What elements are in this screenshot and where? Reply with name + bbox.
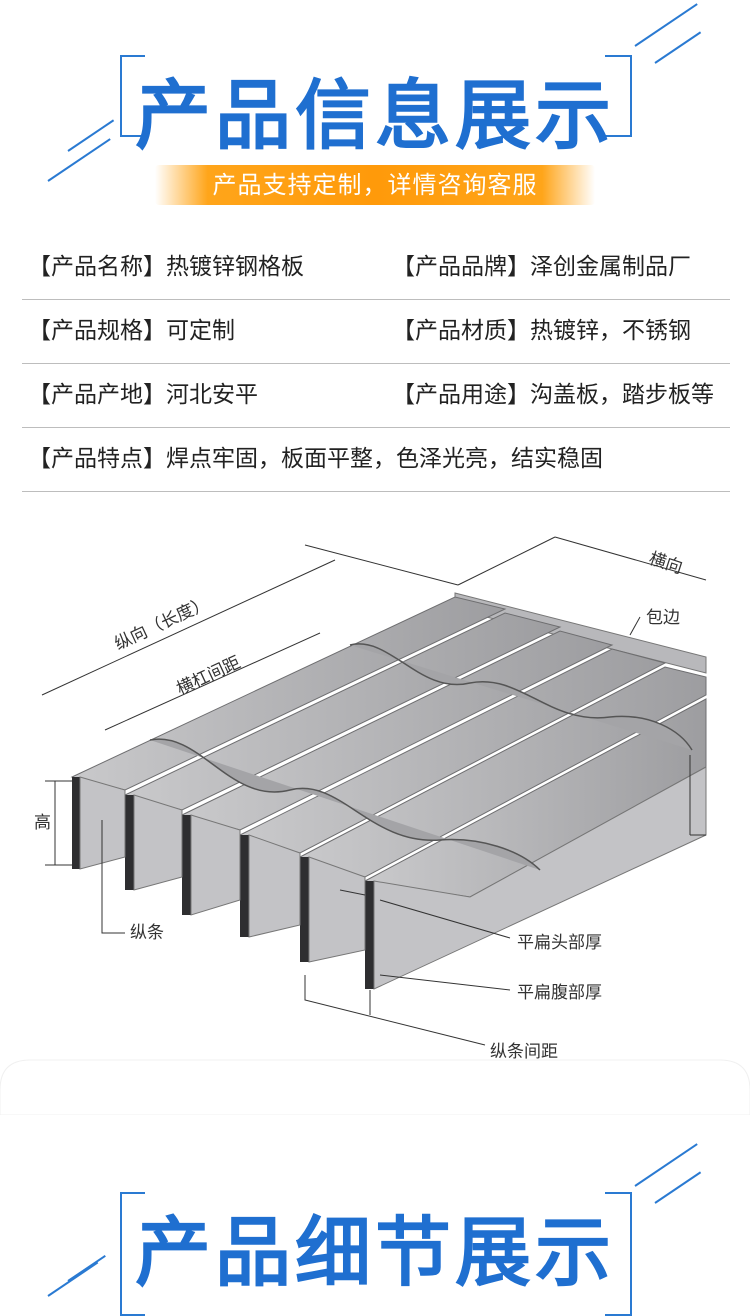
info-row: 【产品名称】热镀锌钢格板 【产品品牌】泽创金属制品厂: [22, 235, 730, 300]
label-bar-spacing: 纵条间距: [490, 1042, 558, 1062]
label-height: 高: [34, 813, 51, 833]
bar-end: [182, 815, 191, 915]
info-cell: 【产品特点】焊点牢固，板面平整，色泽光亮，结实稳固: [28, 446, 603, 472]
twisted-crossbars: [149, 643, 693, 871]
steel-grating-diagram: 横向 纵向（长度） 包边 横杠间距 高 纵条 平扁头部厚 平扁腹部厚 纵条间距: [34, 536, 707, 1062]
bar-fronts: [79, 766, 707, 990]
decorative-line: [654, 1171, 702, 1204]
bearing-bars: [70, 596, 707, 898]
label-bearing-bar: 纵条: [130, 923, 164, 943]
label-head-thickness: 平扁头部厚: [517, 933, 602, 953]
subtitle-banner: 产品支持定制，详情咨询客服: [155, 165, 595, 205]
bar-end-faces: [72, 777, 374, 989]
bar-end: [72, 777, 80, 869]
info-cell: 【产品规格】可定制: [28, 318, 235, 344]
decorative-line: [654, 31, 702, 64]
info-cell: 【产品品牌】泽创金属制品厂: [392, 254, 691, 280]
section-header-detail: 产品细节展示: [0, 1140, 750, 1316]
section-title: 产品细节展示: [135, 1208, 615, 1297]
info-cell: 【产品用途】沟盖板，踏步板等: [392, 382, 714, 408]
label-crossbar-spacing: 横杠间距: [174, 653, 244, 700]
bar-end: [240, 835, 249, 937]
curved-divider: [0, 1059, 750, 1115]
page-title: 产品信息展示: [135, 71, 615, 160]
info-row: 【产品规格】可定制 【产品材质】热镀锌，不锈钢: [22, 299, 730, 364]
info-cell: 【产品产地】河北安平: [28, 382, 258, 408]
info-cell: 【产品材质】热镀锌，不锈钢: [392, 318, 691, 344]
label-edge: 包边: [646, 608, 680, 628]
info-cell: 【产品名称】热镀锌钢格板: [28, 254, 304, 280]
section-header-info: 产品信息展示 产品支持定制，详情咨询客服: [0, 0, 750, 210]
info-row: 【产品特点】焊点牢固，板面平整，色泽光亮，结实稳固: [22, 427, 730, 492]
label-horizontal: 横向: [646, 549, 685, 579]
label-web-thickness: 平扁腹部厚: [517, 983, 602, 1003]
bar-end: [300, 857, 309, 962]
info-row: 【产品产地】河北安平 【产品用途】沟盖板，踏步板等: [22, 363, 730, 428]
dimension-lines: [41, 536, 707, 1046]
bar-end: [365, 881, 374, 989]
bar-end: [125, 795, 134, 890]
